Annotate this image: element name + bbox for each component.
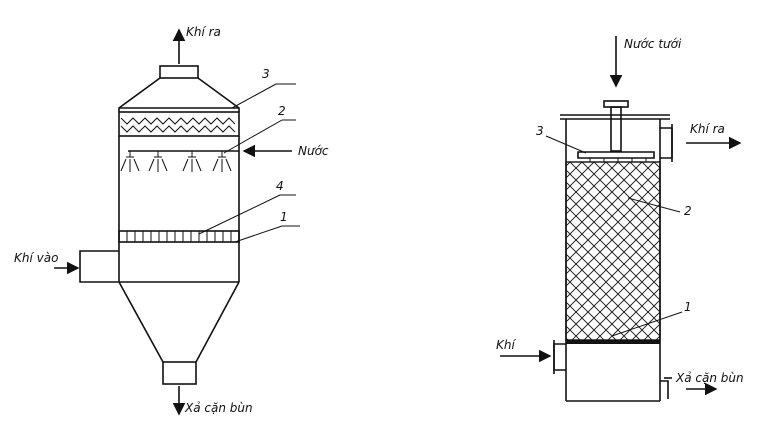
left-sludge-outlet bbox=[162, 361, 197, 385]
left-demister-zigzag bbox=[120, 117, 236, 133]
right-sludge-label: Xả cặn bùn bbox=[675, 371, 744, 385]
right-packing-bed bbox=[565, 161, 661, 341]
left-gas-out-label: Khí ra bbox=[186, 25, 221, 39]
left-part-4: 4 bbox=[276, 179, 284, 193]
left-scrubber: Khí ra Nước bbox=[14, 25, 329, 416]
right-sludge-outlet bbox=[660, 380, 669, 399]
right-part-3: 3 bbox=[536, 124, 544, 138]
left-top-cone bbox=[118, 77, 240, 112]
right-support-grid bbox=[566, 340, 660, 344]
left-grid-bars bbox=[126, 231, 232, 242]
left-bottom-cone bbox=[118, 281, 240, 363]
left-spray-nozzles bbox=[120, 151, 232, 172]
left-gas-inlet bbox=[79, 250, 120, 283]
left-gas-in-label: Khí vào bbox=[14, 251, 58, 265]
right-gas-in-label: Khí bbox=[496, 338, 516, 352]
right-gas-inlet bbox=[553, 343, 566, 371]
left-top-outlet bbox=[159, 65, 199, 79]
left-sludge-label: Xả cặn bùn bbox=[184, 401, 253, 415]
left-distribution-grid bbox=[118, 230, 240, 243]
right-gas-outlet bbox=[660, 127, 673, 159]
left-part-1: 1 bbox=[280, 210, 288, 224]
right-water-label: Nước tưới bbox=[624, 37, 682, 51]
right-distributor bbox=[577, 151, 655, 159]
left-water-label: Nước bbox=[298, 144, 329, 158]
right-water-pipe bbox=[603, 100, 629, 108]
right-gas-out-label: Khí ra bbox=[690, 122, 725, 136]
right-scrubber: Nước tưới Khí ra Khí bbox=[496, 36, 744, 402]
right-part-1: 1 bbox=[684, 300, 692, 314]
left-part-3: 3 bbox=[262, 67, 270, 81]
left-demister bbox=[118, 111, 240, 137]
right-part-2: 2 bbox=[684, 204, 692, 218]
left-part-2: 2 bbox=[278, 104, 286, 118]
